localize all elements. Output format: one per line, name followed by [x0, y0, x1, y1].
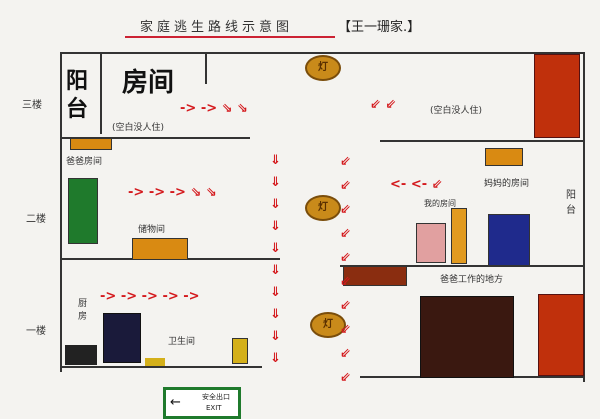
red-wardrobe — [534, 54, 580, 138]
dad-room-label: 爸爸房间 — [66, 157, 103, 167]
exit-label: 安全出口 — [202, 393, 230, 401]
escape-arrow-right-3: ⇙ ⇙ — [370, 97, 397, 112]
empty-right-label: (空白没人住) — [430, 106, 483, 116]
wall — [100, 54, 102, 134]
wall — [205, 54, 207, 84]
family-name: 【王一珊家.】 — [338, 20, 421, 35]
red-cabinet — [538, 294, 584, 376]
my-room-label: 我的房间 — [424, 199, 456, 208]
room-label: 房间 — [122, 68, 175, 98]
floor-1-label: 一楼 — [26, 326, 46, 337]
tv — [485, 148, 523, 166]
wall — [380, 140, 585, 142]
exit-sub-label: EXIT — [206, 404, 222, 412]
escape-arrow-down-right: ⇙ ⇙ ⇙ ⇙ ⇙ ⇙ ⇙ ⇙ ⇙ ⇙ — [340, 154, 351, 385]
kitchen-label: 厨房 — [78, 299, 88, 322]
lamp-icon: 灯 — [310, 312, 346, 338]
exit-sign: ← 安全出口 EXIT — [163, 387, 241, 419]
wall — [340, 265, 585, 267]
bathtub — [145, 358, 165, 366]
green-bed — [68, 178, 98, 244]
dark-desk — [420, 296, 514, 378]
title-underline — [125, 36, 335, 38]
wall — [60, 52, 62, 372]
lamp-icon: 灯 — [305, 195, 341, 221]
balcony-right-label: 阳台 — [566, 190, 576, 216]
storage-label: 储物间 — [138, 225, 166, 235]
escape-arrow-row-3: -> -> ⇘ ⇘ — [180, 101, 248, 116]
escape-arrow-row-1: -> -> -> -> -> — [100, 289, 200, 304]
arrow-left-icon: ← — [170, 395, 181, 410]
wall — [583, 52, 585, 382]
stove — [65, 345, 97, 365]
wall — [60, 137, 250, 139]
toilet — [232, 338, 248, 364]
wall — [60, 52, 585, 54]
orange-shelf — [451, 208, 467, 264]
storage-boxes — [132, 238, 188, 260]
escape-arrow-row-2: -> -> -> ⇘ ⇘ — [128, 185, 217, 200]
lamp-icon: 灯 — [305, 55, 341, 81]
brown-table — [343, 266, 407, 286]
dad-work-label: 爸爸工作的地方 — [440, 275, 504, 285]
pink-cabinet — [416, 223, 446, 263]
mom-room-label: 妈妈的房间 — [484, 179, 530, 189]
bathroom-label: 卫生间 — [168, 337, 196, 347]
escape-arrow-right-2: <- <- ⇙ — [390, 177, 443, 192]
wall — [62, 366, 262, 368]
title: 家庭逃生路线示意图 — [140, 20, 294, 35]
balcony-left-label: 阳台 — [66, 69, 89, 122]
floor-2-label: 二楼 — [26, 214, 46, 225]
blue-bed — [488, 214, 530, 266]
empty-left-label: (空白没人住) — [112, 123, 165, 133]
escape-arrow-down: ⇓ ⇓ ⇓ ⇓ ⇓ ⇓ ⇓ ⇓ ⇓ ⇓ — [270, 153, 281, 366]
dining-table — [103, 313, 141, 363]
orange-cabinet — [70, 138, 112, 150]
floor-3-label: 三楼 — [22, 100, 42, 111]
